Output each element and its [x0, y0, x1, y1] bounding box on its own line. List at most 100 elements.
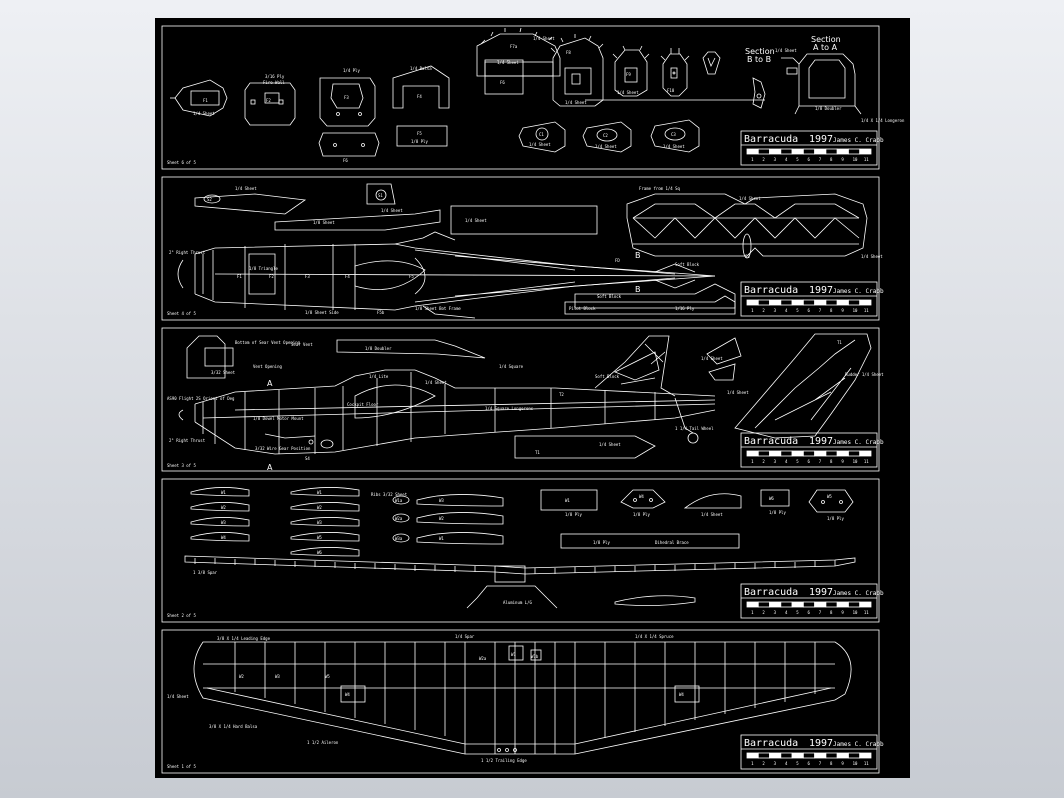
rib-w2-c: W2 [439, 516, 444, 521]
scale-bar-segment [780, 148, 793, 155]
former-f6-code: F6 [500, 80, 505, 85]
section-b-sub: B to B [747, 55, 771, 64]
panel-wing-ribs: Sheet 2 of 5 Ribs 3/32 Sheet W1 W2 W3 W4… [161, 478, 880, 623]
scale-number: 3 [774, 459, 777, 464]
scale-number: 9 [841, 761, 844, 766]
scale-bar-segment [757, 299, 770, 306]
soft-block-3: Soft Block [595, 374, 620, 379]
spar-label: 1 3/8 Spar [193, 570, 218, 575]
scale-bar-segment [836, 450, 849, 457]
small-fitting [702, 51, 721, 75]
lite-label: 1/4 Lite [369, 374, 389, 379]
plate-ply-b: 1/8 Ply [633, 512, 650, 517]
scale-number: 1 [751, 157, 754, 162]
scale-bar-segment [848, 148, 861, 155]
scale-bar-segment [859, 299, 872, 306]
scale-number: 2 [762, 157, 765, 162]
scale-bar-segment [802, 752, 816, 759]
canopy-c3-label: C3 [671, 132, 676, 137]
scale-bar-segment [836, 601, 849, 608]
scale-number: 10 [853, 610, 858, 615]
rib-w3-c: W3 [439, 498, 444, 503]
t1b-label: T1 [837, 340, 842, 345]
tip-sheet-label: 1/4 Sheet [167, 694, 189, 699]
title-block-author: James C. Crabb [833, 590, 884, 597]
drawing-sheet: Sheet 6 of 5 F1 1/4 Sheet 3/16 Ply Fire … [155, 18, 910, 778]
scale-bar-segment [848, 450, 861, 457]
sheet-label-2: 1/8 Sheet [313, 220, 335, 225]
title-block-year: 1997 [809, 587, 833, 598]
scale-number: 3 [774, 610, 777, 615]
former-f2: 3/16 Ply Fire Wall F2 [244, 74, 296, 126]
scale-number: 4 [785, 459, 788, 464]
frame-sheet: 1/4 Sheet [739, 196, 761, 201]
title-block-frame [740, 281, 878, 317]
gear-pos-label: 3/32 Wire Gear Position [255, 446, 311, 451]
plate-w6: W6 [769, 496, 774, 501]
plate-ply-d: 1/8 Ply [827, 516, 844, 521]
b-label: B [635, 251, 641, 260]
vent-opening-label: Vent Opening [253, 364, 282, 369]
section-a-label: Section [811, 35, 841, 44]
spar-5-label: 1/4 Spar [455, 634, 475, 639]
panel-3-sheet-label: Sheet 3 of 5 [167, 463, 196, 468]
scale-number: 9 [841, 610, 844, 615]
part-s1-sheet: 1/4 Sheet [381, 208, 403, 213]
scale-bar-segment [791, 752, 804, 759]
scale-number: 3 [774, 308, 777, 313]
scale-bar-segment [780, 601, 793, 608]
title-block-author: James C. Crabb [833, 137, 884, 144]
stab-sheet: 1/4 Sheet [861, 254, 883, 259]
scale-number: 5 [796, 761, 799, 766]
plate-ply: 1/8 Ply [565, 512, 582, 517]
sheet-label-3: 1/4 Sheet [465, 218, 487, 223]
w1b-5: W1b [531, 654, 539, 659]
fuse-f5: F5 [409, 274, 414, 279]
rib-set-mid: W1 W2 W3 W5 W6 [290, 487, 360, 557]
former-f1: F1 1/4 Sheet [170, 79, 228, 117]
scale-number: 10 [853, 157, 858, 162]
scale-number: 4 [785, 761, 788, 766]
down-thrust-label: AS90 Flight 2S Orient of Deg [167, 396, 235, 401]
rib-w5-b: W5 [317, 535, 322, 540]
scale-bar-segment [802, 450, 816, 457]
le-label: 3/8 X 1/4 Leading Edge [217, 636, 271, 641]
title-block-title: Barracuda [744, 134, 798, 145]
wing-spar: 1 3/8 Spar Aluminum L/G [184, 555, 856, 609]
scale-number: 4 [785, 308, 788, 313]
engine-thrust-label: 2° Right Thrust [169, 250, 206, 255]
former-f1-sheet: 1/4 Sheet [193, 111, 215, 116]
former-f7-sheet: 1/4 Sheet [533, 36, 555, 41]
scale-number: 7 [819, 610, 822, 615]
title-block-title: Barracuda [744, 587, 798, 598]
former-f4-label: F4 [417, 94, 422, 99]
plate-w1: W1 [565, 498, 570, 503]
tail-wheel-label: 1 1/4 Tail Wheel [675, 426, 714, 431]
former-f8: F8 1/4 Sheet [550, 34, 604, 107]
title-block-author: James C. Crabb [833, 741, 884, 748]
panel-1-frame [161, 25, 880, 170]
panel-fuselage-side: Sheet 3 of 5 Bottom of Sear Vent Opening… [161, 327, 884, 472]
scale-number: 1 [751, 610, 754, 615]
plate-ply-c: 1/8 Ply [769, 510, 786, 515]
scale-number: 11 [864, 157, 869, 162]
scale-bar-segment [814, 601, 827, 608]
dihedral-ply: 1/8 Ply [593, 540, 610, 545]
plate-sheet: 1/4 Sheet [701, 512, 723, 517]
scale-number: 8 [830, 761, 833, 766]
fuse-f2: F2 [269, 274, 274, 279]
scale-number: 1 [751, 761, 754, 766]
scale-bar-segment [780, 450, 793, 457]
t2-label: T2 [559, 392, 564, 397]
scale-bar-segment [848, 601, 861, 608]
rib-w3a: W3a [395, 536, 403, 541]
panel-5-frame [161, 629, 880, 774]
scale-number: 4 [785, 610, 788, 615]
section-a-a: Section A to A 1/4 Sheet 1/8 Doubler 1/4… [775, 35, 905, 123]
dihedral-label: Dihedral Brace [655, 540, 689, 545]
rudder-sheet-a: 1/4 Sheet [701, 356, 723, 361]
former-f4: 1/4 Balsa F4 [392, 65, 450, 109]
aileron-label: 1 1/2 Aileron [307, 740, 339, 745]
part-sheet-14b [450, 205, 598, 235]
